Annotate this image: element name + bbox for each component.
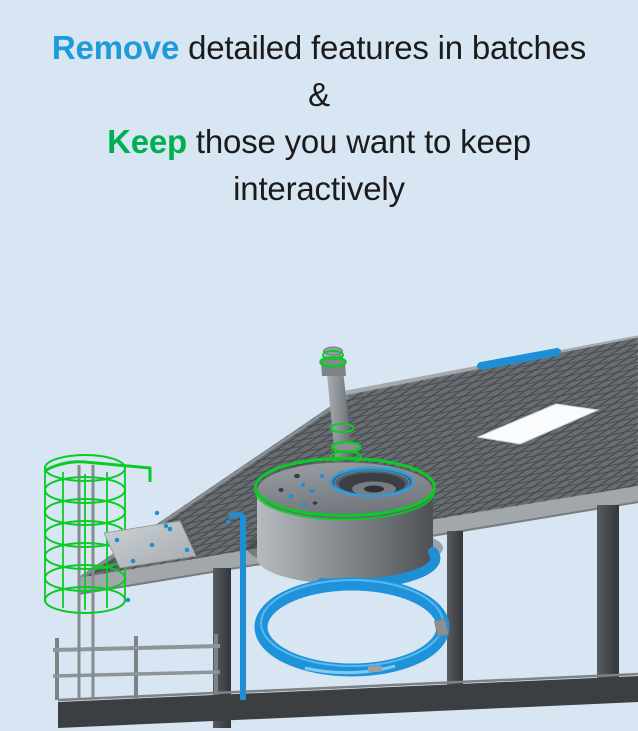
vessel-rim-green-lower bbox=[254, 490, 436, 521]
remove-keyword: Remove bbox=[51, 29, 180, 66]
lower-railing bbox=[52, 634, 221, 700]
feature-dot-blue bbox=[288, 493, 294, 499]
bolt-hole bbox=[278, 488, 284, 492]
feature-dot-blue bbox=[320, 474, 324, 478]
plate-hole-blue bbox=[130, 558, 136, 564]
heading-ampersand: & bbox=[308, 76, 330, 113]
plate-hole-blue bbox=[184, 547, 190, 553]
bolt-hole bbox=[312, 501, 318, 505]
vessel-rim-green bbox=[254, 457, 436, 517]
deck-cutout bbox=[476, 403, 600, 445]
ring-clamp bbox=[367, 665, 383, 673]
feature-dot-blue bbox=[302, 502, 306, 506]
highlighted-ring-blue bbox=[254, 577, 450, 677]
highlighted-post-blue bbox=[225, 511, 246, 700]
heading-line-3: Keep those you want to keep bbox=[0, 118, 638, 165]
ring-torus-blue bbox=[254, 577, 450, 677]
heading-line-3-text: those you want to keep bbox=[186, 123, 531, 160]
deck-dot-blue bbox=[154, 510, 160, 516]
cad-illustration bbox=[44, 335, 638, 728]
vessel bbox=[254, 457, 441, 590]
highlighted-edge-pipe bbox=[477, 348, 561, 370]
post-bracket-blue bbox=[228, 511, 244, 519]
plate-hole-blue bbox=[149, 542, 155, 548]
lower-deck-band bbox=[58, 676, 638, 728]
recess-inner-ring-blue bbox=[334, 469, 410, 497]
heading-line-1-text: detailed features in batches bbox=[179, 29, 587, 66]
ring-bottom-highlight bbox=[304, 664, 396, 675]
recess-hole bbox=[364, 485, 384, 493]
deck-dot-blue bbox=[163, 523, 169, 529]
ring-bracket bbox=[434, 618, 449, 638]
post-dot-blue bbox=[225, 519, 231, 525]
cage-top-rail-green bbox=[45, 460, 152, 482]
leg-right bbox=[597, 505, 619, 695]
feature-dot-blue bbox=[310, 489, 314, 493]
feature-dot-blue bbox=[300, 482, 306, 488]
railing-mid-rail bbox=[52, 670, 221, 678]
keep-keyword: Keep bbox=[107, 123, 187, 160]
plate-hole-blue bbox=[114, 537, 120, 543]
nozzle-flange-ring-green bbox=[319, 356, 347, 368]
heading-line-1: Remove detailed features in batches bbox=[0, 24, 638, 71]
lower-deck-rail bbox=[57, 672, 638, 702]
nozzle-top-ring-green bbox=[322, 350, 344, 360]
heading-line-4: interactively bbox=[233, 170, 405, 207]
lower-deck-edge bbox=[57, 672, 638, 728]
cage-vertical-bars-green bbox=[44, 466, 126, 610]
safety-cage bbox=[44, 454, 152, 698]
bolt-hole bbox=[294, 473, 300, 479]
manhole-recess bbox=[329, 466, 415, 498]
mounting-plate bbox=[103, 510, 197, 603]
leg-middle bbox=[447, 531, 463, 686]
deck-dot-blue bbox=[125, 597, 131, 603]
top-face-holes bbox=[278, 473, 324, 506]
nozzle-pipe bbox=[319, 346, 362, 464]
railing-top-rail bbox=[52, 644, 221, 652]
cad-model-view bbox=[0, 300, 638, 731]
plate-hole-blue bbox=[167, 526, 173, 532]
slide-heading: Remove detailed features in batches & Ke… bbox=[0, 24, 638, 212]
support-legs bbox=[213, 505, 619, 728]
nozzle-mid-ring-green bbox=[329, 422, 355, 434]
ring-highlight bbox=[260, 579, 444, 667]
